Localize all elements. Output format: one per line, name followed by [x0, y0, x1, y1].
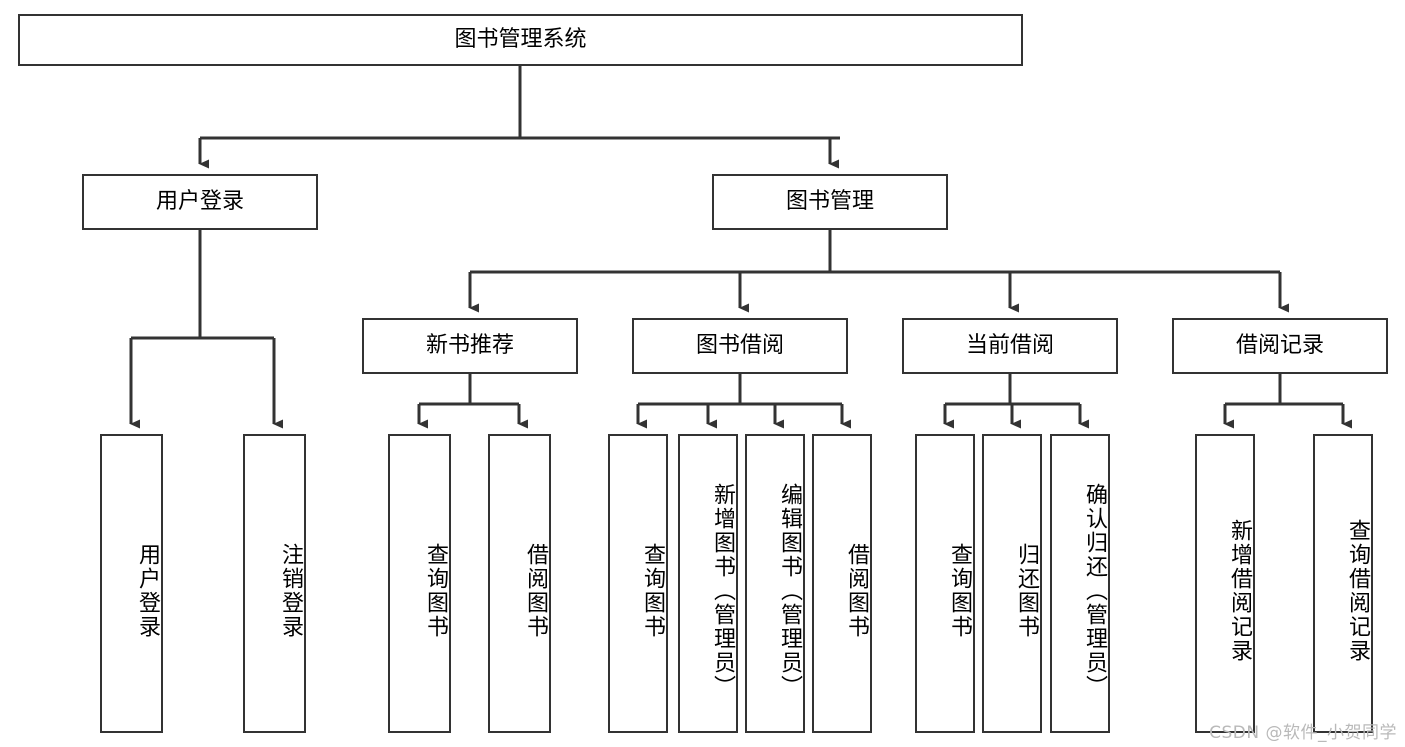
node-leaf-current-return-book[interactable]: 归还图书 — [982, 434, 1042, 733]
node-leaf-current-query-book[interactable]: 查询图书 — [915, 434, 975, 733]
node-leaf-recommend-query-book[interactable]: 查询图书 — [388, 434, 451, 733]
node-leaf-borrow-query-book-label: 查询图书 — [640, 542, 665, 639]
node-leaf-user-login-label: 用户登录 — [135, 542, 160, 639]
node-book-borrow-label: 图书借阅 — [695, 333, 784, 359]
node-leaf-recommend-query-book-label: 查询图书 — [423, 542, 448, 639]
node-leaf-borrow-add-book[interactable]: 新增图书（管理员） — [678, 434, 738, 733]
node-leaf-recommend-borrow-book-label: 借阅图书 — [523, 542, 548, 639]
node-borrow-record[interactable]: 借阅记录 — [1172, 318, 1388, 374]
edge-root-to-level2 — [198, 66, 840, 169]
node-root[interactable]: 图书管理系统 — [18, 14, 1023, 66]
node-book-management-label: 图书管理 — [785, 189, 874, 215]
node-leaf-current-confirm-return[interactable]: 确认归还（管理员） — [1050, 434, 1110, 733]
node-leaf-current-return-book-label: 归还图书 — [1014, 542, 1039, 639]
node-leaf-record-query-record-label: 查询借阅记录 — [1345, 518, 1370, 663]
node-book-borrow[interactable]: 图书借阅 — [632, 318, 848, 374]
node-borrow-record-label: 借阅记录 — [1235, 333, 1324, 359]
node-leaf-record-query-record[interactable]: 查询借阅记录 — [1313, 434, 1373, 733]
node-new-book-recommend-label: 新书推荐 — [425, 333, 514, 359]
node-root-label: 图书管理系统 — [454, 27, 587, 53]
node-leaf-borrow-edit-book[interactable]: 编辑图书（管理员） — [745, 434, 805, 733]
node-book-management[interactable]: 图书管理 — [712, 174, 948, 230]
node-leaf-user-logout-label: 注销登录 — [278, 542, 303, 639]
edge-new-book-recommend-to-leaves — [417, 374, 528, 429]
edge-book-management-to-level3 — [468, 230, 1289, 313]
node-leaf-record-add-record[interactable]: 新增借阅记录 — [1195, 434, 1255, 733]
node-leaf-borrow-add-book-label: 新增图书（管理员） — [710, 482, 735, 699]
node-leaf-recommend-borrow-book[interactable]: 借阅图书 — [488, 434, 551, 733]
node-leaf-borrow-borrow-book-label: 借阅图书 — [844, 542, 869, 639]
csdn-watermark: CSDN @软件_小贺同学 — [1209, 723, 1397, 743]
edge-current-borrow-to-leaves — [943, 374, 1089, 429]
edge-user-login-to-leaves — [129, 230, 283, 429]
edge-borrow-record-to-leaves — [1223, 374, 1352, 429]
node-leaf-current-confirm-return-label: 确认归还（管理员） — [1082, 482, 1107, 699]
node-leaf-user-login[interactable]: 用户登录 — [100, 434, 163, 733]
node-leaf-borrow-edit-book-label: 编辑图书（管理员） — [777, 482, 802, 699]
node-leaf-current-query-book-label: 查询图书 — [947, 542, 972, 639]
node-leaf-record-add-record-label: 新增借阅记录 — [1227, 518, 1252, 663]
edge-book-borrow-to-leaves — [636, 374, 851, 429]
node-leaf-borrow-borrow-book[interactable]: 借阅图书 — [812, 434, 872, 733]
node-current-borrow-label: 当前借阅 — [965, 333, 1054, 359]
node-leaf-borrow-query-book[interactable]: 查询图书 — [608, 434, 668, 733]
node-current-borrow[interactable]: 当前借阅 — [902, 318, 1118, 374]
node-leaf-user-logout[interactable]: 注销登录 — [243, 434, 306, 733]
node-new-book-recommend[interactable]: 新书推荐 — [362, 318, 578, 374]
node-user-login[interactable]: 用户登录 — [82, 174, 318, 230]
node-user-login-label: 用户登录 — [155, 189, 244, 215]
